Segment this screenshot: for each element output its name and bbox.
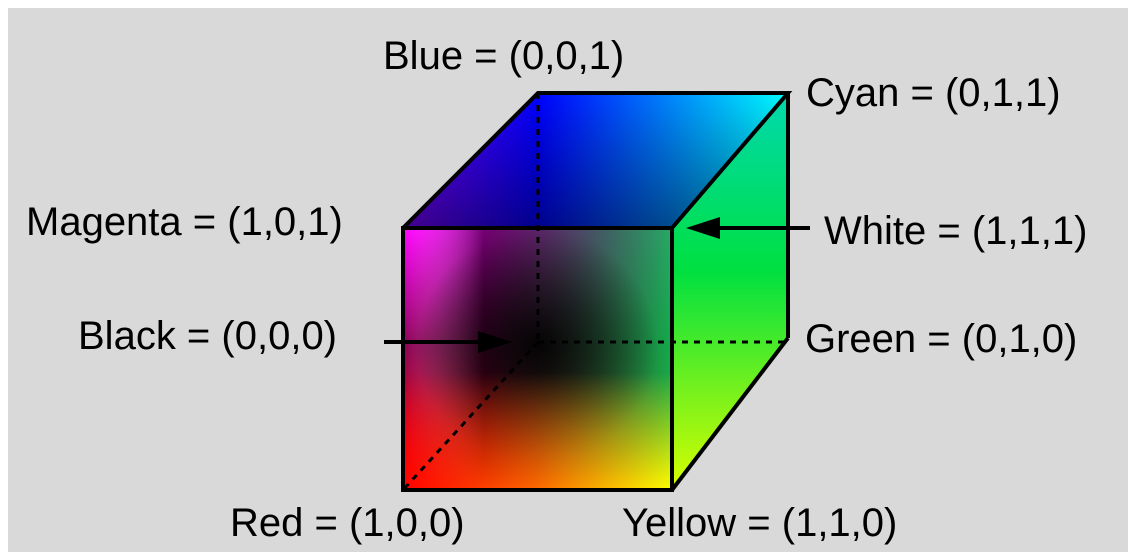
cube-front-bottom-blend xyxy=(403,228,672,490)
label-blue: Blue = (0,0,1) xyxy=(383,34,625,78)
label-yellow: Yellow = (1,1,0) xyxy=(622,501,898,545)
label-black: Black = (0,0,0) xyxy=(78,314,338,358)
cube-right-face xyxy=(672,93,788,490)
edge-green-yellow xyxy=(670,336,790,492)
label-red: Red = (1,0,0) xyxy=(230,501,465,545)
label-green: Green = (0,1,0) xyxy=(805,317,1078,361)
label-cyan: Cyan = (0,1,1) xyxy=(806,71,1061,115)
black-pointer-arrow xyxy=(384,331,512,353)
cube-visible-edges xyxy=(401,91,793,492)
label-magenta: Magenta = (1,0,1) xyxy=(26,200,343,244)
cube-hidden-edges xyxy=(401,93,788,492)
cube-top-face-shade xyxy=(403,93,788,228)
top-edges xyxy=(401,91,793,230)
hidden-edge-black-red xyxy=(401,340,540,492)
white-pointer-arrow xyxy=(686,217,810,239)
label-white: White = (1,1,1) xyxy=(824,209,1088,253)
front-face-border xyxy=(401,226,674,492)
